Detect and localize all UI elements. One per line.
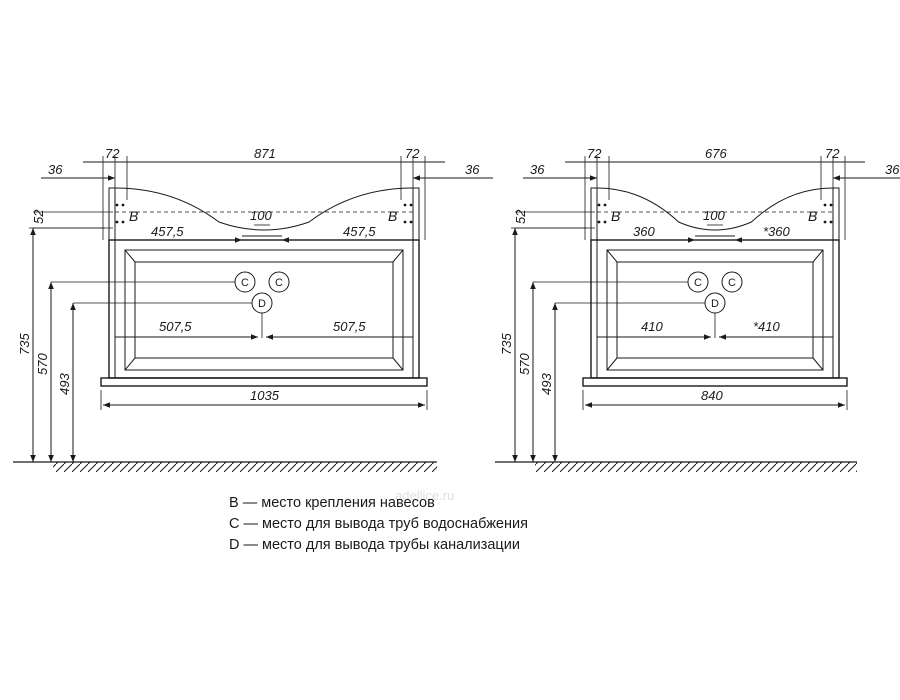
legend-item-drain: D — место для вывода трубы канализации	[229, 537, 520, 553]
right_drawing-outlet-d: D	[711, 298, 719, 310]
left_drawing-hanger-dot-3	[409, 203, 413, 207]
left_drawing-dim-half-right: 457,5	[343, 224, 376, 239]
right_drawing-post-left	[590, 187, 598, 379]
right_drawing-hanger-dot-0	[597, 203, 601, 207]
right_drawing-basin-outline	[596, 187, 834, 231]
right_drawing-bevel-br	[812, 357, 824, 371]
right_drawing-dim-52: 52	[513, 209, 528, 224]
left_drawing-hanger-dot-b3	[409, 220, 413, 224]
left_drawing-dim-half-left: 457,5	[151, 224, 184, 239]
right_drawing-dim-72-left: 72	[587, 146, 602, 161]
legend-item-water: C — место для вывода труб водоснабжения	[229, 516, 528, 532]
right_drawing-dim-570: 570	[517, 353, 532, 375]
left_drawing-hanger-dot-b2	[403, 220, 407, 224]
left_drawing-hanger-dot-b0	[115, 220, 119, 224]
left_drawing-dim-72-right: 72	[405, 146, 420, 161]
right_drawing-dim-drain-left: 410	[641, 319, 663, 334]
left_drawing-outlet-c-left: C	[241, 277, 249, 289]
left_drawing-floor-hatch	[53, 462, 437, 472]
left_drawing-panel-outer	[124, 249, 404, 371]
left_drawing-dim-36-right: 36	[465, 162, 480, 177]
right_drawing-bevel-tr	[812, 249, 824, 263]
left_drawing-hanger-dot-1	[121, 203, 125, 207]
right_drawing-hanger-dot-b3	[829, 220, 833, 224]
right_drawing-dim-72-right: 72	[825, 146, 840, 161]
left_drawing-post-left	[108, 187, 116, 379]
right_drawing-post-right	[832, 187, 840, 379]
left_drawing-outlet-c-right: C	[275, 277, 283, 289]
left_drawing-hanger-label-left: B	[129, 208, 138, 224]
right_drawing-dim-100: 100	[703, 208, 725, 223]
left_drawing-panel-inner	[134, 261, 394, 359]
right_drawing-outlet-c-left: C	[694, 277, 702, 289]
left_drawing-outlet-d: D	[258, 298, 266, 310]
left_drawing-bevel-br	[392, 357, 404, 371]
left_drawing-plinth	[100, 377, 428, 387]
left_drawing-dim-36-left: 36	[48, 162, 63, 177]
right_drawing-dim-36-right: 36	[885, 162, 900, 177]
right_drawing-hanger-label-right: B	[808, 208, 817, 224]
left_drawing-dim-top-mid: 871	[254, 146, 276, 161]
right_drawing-plinth	[582, 377, 848, 387]
right_drawing-hanger-dot-b0	[597, 220, 601, 224]
left_drawing-dim-52: 52	[31, 209, 46, 224]
right_drawing-bevel-bl	[606, 357, 618, 371]
right_drawing-hanger-label-left: B	[611, 208, 620, 224]
right_drawing-dim-half-right: *360	[763, 224, 791, 239]
left_drawing-hanger-label-right: B	[388, 208, 397, 224]
right_drawing-dim-half-left: 360	[633, 224, 655, 239]
left_drawing-bevel-bl	[124, 357, 136, 371]
right_drawing-hanger-dot-b1	[603, 220, 607, 224]
right_drawing-panel-outer	[606, 249, 824, 371]
left_drawing-dim-72-left: 72	[105, 146, 120, 161]
right_drawing-floor-hatch	[535, 462, 857, 472]
left_drawing-basin-outline	[114, 187, 414, 231]
legend: B — место крепления навесов C — место дл…	[229, 493, 528, 556]
left_drawing-bevel-tl	[124, 249, 136, 263]
left_drawing-bevel-tr	[392, 249, 404, 263]
left_drawing-dim-drain-left: 507,5	[159, 319, 192, 334]
right_drawing-hanger-dot-1	[603, 203, 607, 207]
right_drawing-hanger-dot-3	[829, 203, 833, 207]
right_drawing-dim-36-left: 36	[530, 162, 545, 177]
legend-item-hanger: B — место крепления навесов	[229, 495, 435, 511]
right_drawing-hanger-dot-2	[823, 203, 827, 207]
watermark: adellice.ru	[395, 488, 454, 503]
left_drawing-dim-width: 1035	[250, 388, 280, 403]
left_drawing-hanger-dot-0	[115, 203, 119, 207]
right_drawing-dim-drain-right: *410	[753, 319, 781, 334]
right_drawing-dim-735: 735	[499, 333, 514, 355]
right_drawing-dim-width: 840	[701, 388, 723, 403]
right_drawing-hanger-dot-b2	[823, 220, 827, 224]
right_drawing-bevel-tl	[606, 249, 618, 263]
right_drawing-dim-top-mid: 676	[705, 146, 727, 161]
left_drawing-post-right	[412, 187, 420, 379]
right_drawing-dim-493: 493	[539, 373, 554, 395]
right_drawing-outlet-c-right: C	[728, 277, 736, 289]
left_drawing-dim-570: 570	[35, 353, 50, 375]
left_drawing-dim-493: 493	[57, 373, 72, 395]
left_drawing-hanger-dot-2	[403, 203, 407, 207]
left_drawing-dim-735: 735	[17, 333, 32, 355]
left_drawing-dim-drain-right: 507,5	[333, 319, 366, 334]
left_drawing-dim-100: 100	[250, 208, 272, 223]
right_drawing-panel-inner	[616, 261, 814, 359]
right_drawing-outlet-c-right-ring	[721, 271, 743, 293]
left_drawing-hanger-dot-b1	[121, 220, 125, 224]
left_drawing-outlet-c-right-ring	[268, 271, 290, 293]
